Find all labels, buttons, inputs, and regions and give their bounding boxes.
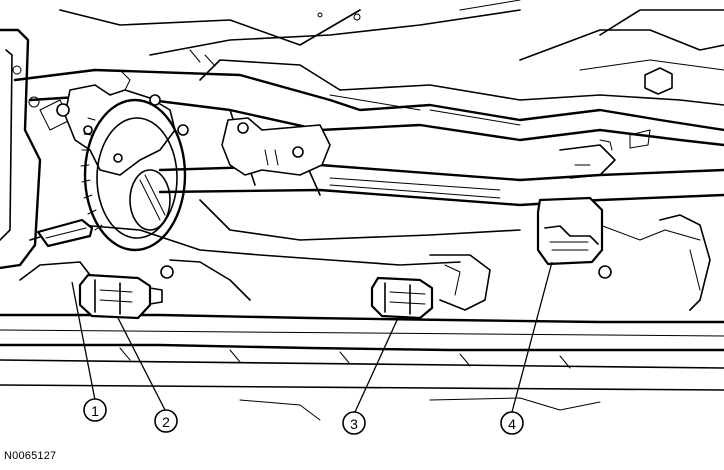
- callout-2-label: 2: [162, 414, 170, 430]
- connector-4: [536, 196, 604, 266]
- lower-tube: [158, 163, 724, 241]
- fuel-rail: [0, 313, 724, 421]
- upper-body-structure: [59, 0, 724, 149]
- callout-3: 3: [342, 411, 366, 435]
- callout-4-label: 4: [508, 416, 516, 432]
- leader-lines: [71, 261, 553, 413]
- connector-2: [78, 273, 163, 320]
- connector-1: [36, 218, 94, 248]
- callout-1: 1: [83, 398, 107, 422]
- mount-bracket: [221, 117, 331, 176]
- figure-id: N0065127: [4, 450, 57, 462]
- callout-3-label: 3: [350, 416, 358, 432]
- connector-3: [370, 276, 434, 320]
- callout-2: 2: [154, 409, 178, 433]
- left-engine-wall: [0, 28, 71, 270]
- callout-1-label: 1: [91, 403, 99, 419]
- sensor-housing: [56, 69, 189, 176]
- callout-4: 4: [500, 411, 524, 435]
- reluctor-ring: [80, 98, 187, 252]
